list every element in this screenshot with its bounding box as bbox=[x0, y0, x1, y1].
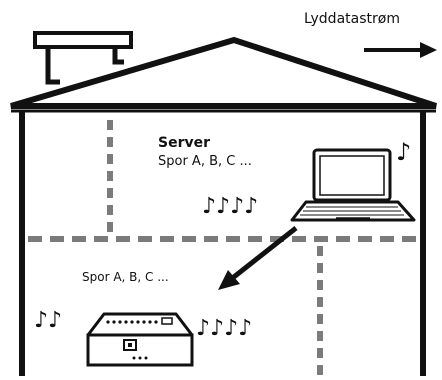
chimney-stack-right bbox=[112, 47, 124, 65]
music-notes-client-right: ♪♪♪♪ bbox=[196, 316, 253, 341]
stream-arrow-shaft bbox=[228, 226, 298, 282]
music-notes-server-below: ♪♪♪♪ bbox=[202, 194, 259, 219]
music-notes-client-left: ♪♪ bbox=[34, 308, 63, 333]
server-title: Server bbox=[158, 135, 211, 151]
client-tracks-label: Spor A, B, C ... bbox=[82, 270, 169, 284]
music-note-server-right: ♪ bbox=[396, 138, 412, 166]
chimney-cap bbox=[33, 31, 133, 49]
server-tracks-label: Spor A, B, C ... bbox=[158, 154, 252, 169]
roof-outline bbox=[10, 36, 437, 109]
audio-system-icon bbox=[86, 312, 194, 367]
stream-arrowhead bbox=[218, 270, 240, 290]
stream-legend-label: Lyddatastrøm bbox=[304, 11, 400, 27]
stream-legend-arrowhead bbox=[420, 42, 437, 58]
chimney-stack bbox=[45, 47, 60, 85]
laptop-icon bbox=[290, 148, 416, 222]
